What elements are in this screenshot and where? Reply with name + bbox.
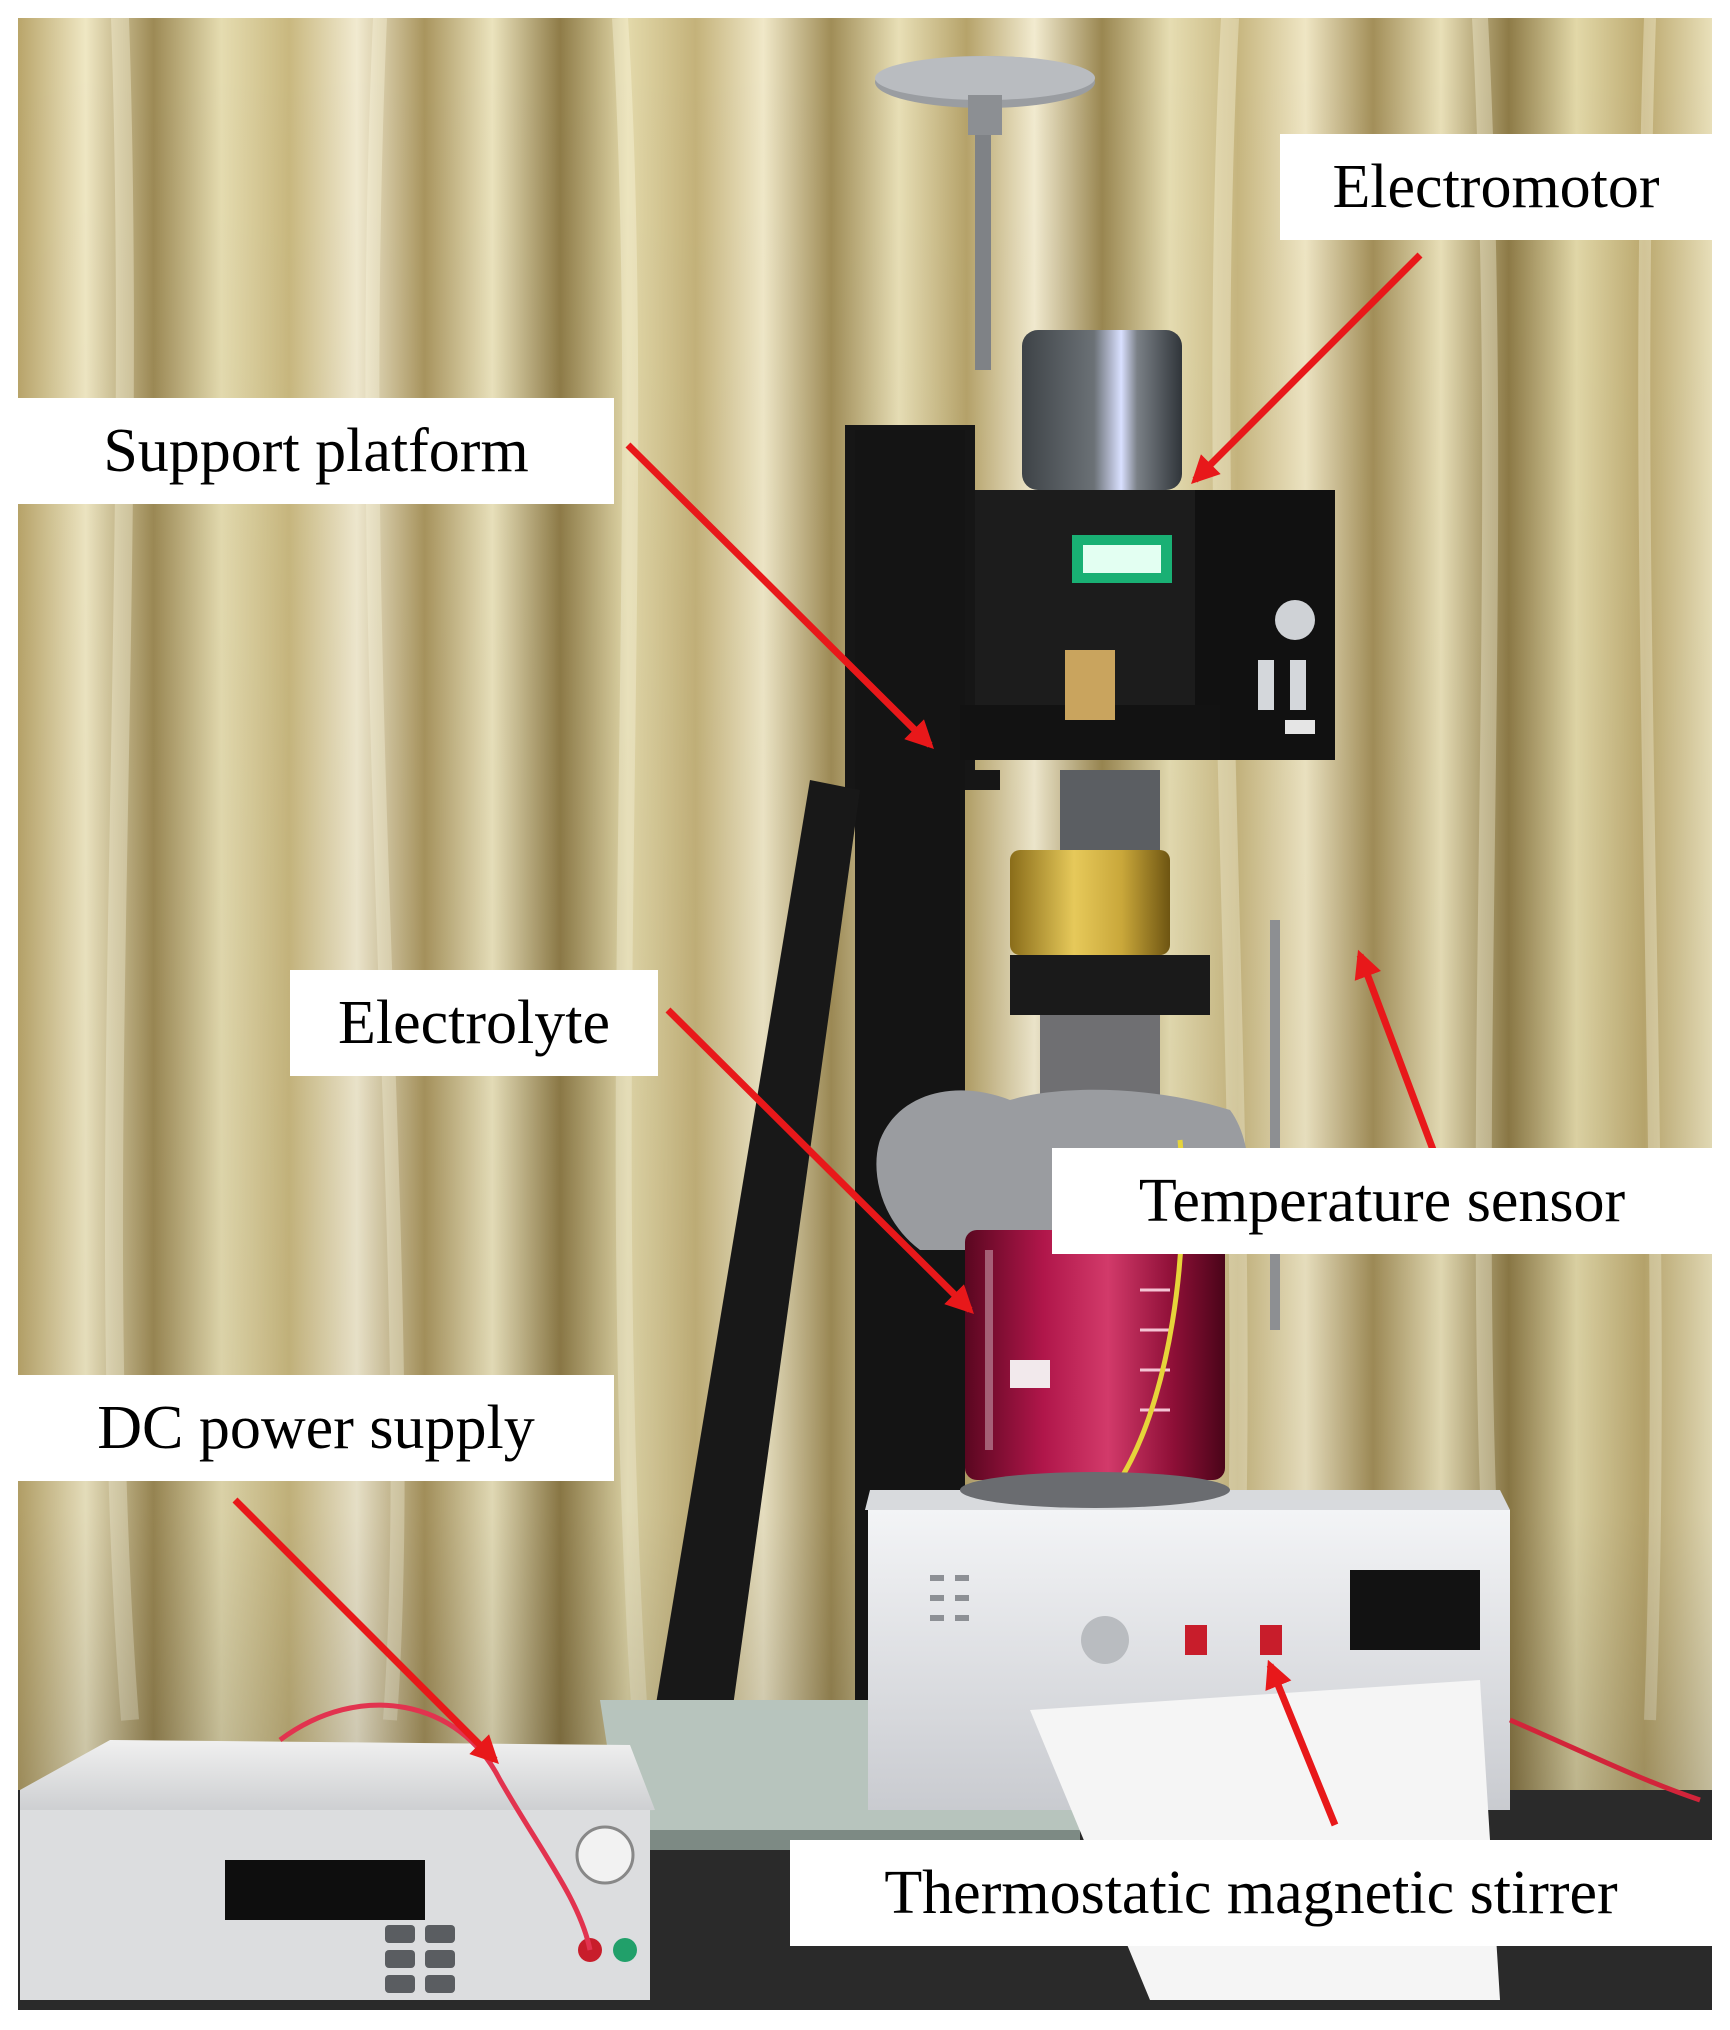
label-temperature-sensor: Temperature sensor — [1052, 1148, 1712, 1254]
arrow-temperature-sensor — [1354, 949, 1439, 1157]
arrow-support-platform — [625, 442, 934, 749]
label-electromotor: Electromotor — [1280, 134, 1712, 240]
label-thermostatic-magnetic-stirrer: Thermostatic magnetic stirrer — [790, 1840, 1712, 1946]
arrow-dc-power-supply — [232, 1497, 499, 1764]
label-electrolyte: Electrolyte — [290, 970, 658, 1076]
photo-region — [18, 17, 1712, 2010]
callout-arrows — [232, 252, 1439, 1827]
temperature-sensor-rod — [1270, 920, 1280, 1330]
electrolyte-beaker — [965, 1230, 1225, 1480]
spindle-assembly — [1010, 650, 1210, 1115]
arrow-electromotor — [1191, 252, 1423, 484]
label-support-platform: Support platform — [18, 398, 614, 504]
arrow-electrolyte — [665, 1007, 974, 1314]
arrow-thermostatic-magnetic-stirrer — [1265, 1659, 1339, 1827]
dc-power-supply-body — [20, 1740, 655, 2000]
handwheel — [875, 56, 1095, 370]
label-dc-power-supply: DC power supply — [18, 1375, 614, 1481]
test-leads — [278, 1702, 593, 1951]
